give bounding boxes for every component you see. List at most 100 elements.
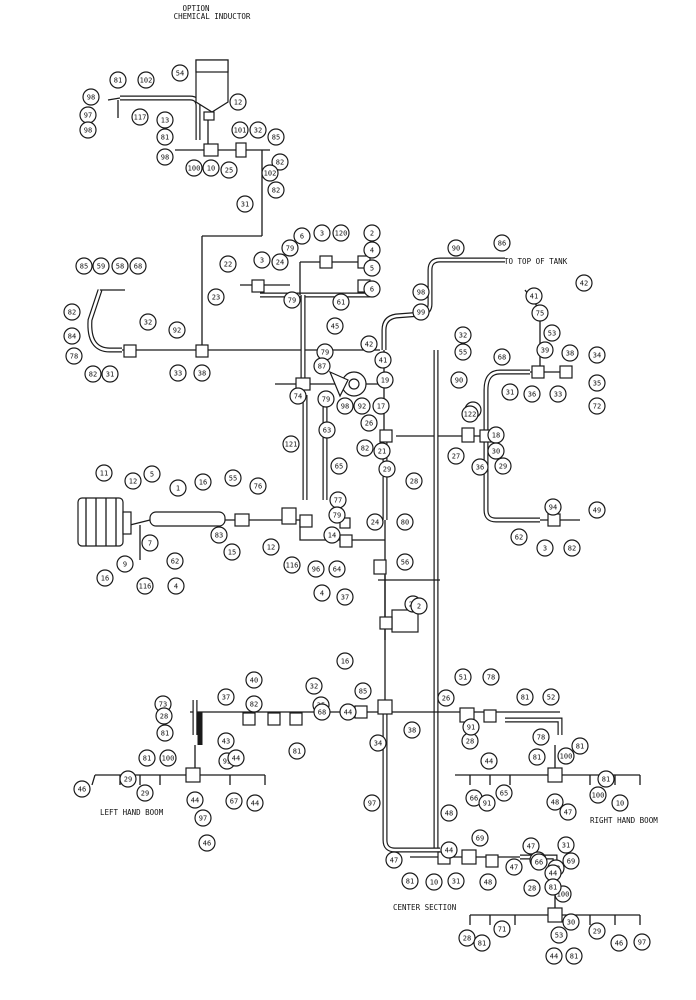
callout-number: 36 — [476, 464, 484, 472]
callout-balloon: 37 — [217, 688, 235, 706]
callout-balloon: 82 — [267, 181, 285, 199]
callout-number: 16 — [101, 575, 109, 583]
callout-number: 16 — [199, 479, 207, 487]
callout-balloon: 10 — [202, 159, 220, 177]
callout-number: 54 — [176, 70, 184, 78]
callout-number: 100 — [592, 792, 605, 800]
callout-number: 68 — [134, 263, 142, 271]
callout-number: 100 — [188, 165, 201, 173]
callout-number: 28 — [466, 738, 474, 746]
callout-balloon: 81 — [288, 742, 306, 760]
callout-number: 44 — [344, 709, 352, 717]
callout-balloon: 38 — [561, 344, 579, 362]
callout-balloon: 68 — [313, 703, 331, 721]
callout-number: 84 — [68, 333, 76, 341]
callout-balloon: 12 — [124, 472, 142, 490]
callout-number: 78 — [70, 353, 78, 361]
control-box-37 — [379, 609, 419, 633]
callout-number: 81 — [114, 77, 122, 85]
callout-balloon: 26 — [437, 689, 455, 707]
callout-number: 31 — [106, 371, 114, 379]
callout-number: 6 — [370, 286, 374, 294]
callout-balloon: 30 — [487, 442, 505, 460]
callout-number: 36 — [528, 391, 536, 399]
callout-number: 90 — [455, 377, 463, 385]
callout-balloon: 81 — [571, 737, 589, 755]
callout-number: 66 — [535, 859, 543, 867]
callout-balloon: 34 — [588, 346, 606, 364]
callout-balloon: 38 — [403, 721, 421, 739]
callout-balloon: 16 — [194, 473, 212, 491]
callout-balloon: 92 — [168, 321, 186, 339]
callout-balloon: 91 — [478, 794, 496, 812]
callout-number: 81 — [293, 748, 301, 756]
callout-number: 77 — [334, 497, 342, 505]
callout-balloon: 81 — [156, 128, 174, 146]
callout-balloon: 37 — [336, 588, 354, 606]
callout-balloon: 7 — [141, 534, 159, 552]
callout-number: 47 — [564, 809, 572, 817]
callout-balloon: 81 — [516, 688, 534, 706]
callout-balloon: 82 — [356, 439, 374, 457]
callout-number: 100 — [557, 891, 570, 899]
callout-balloon: 4 — [313, 584, 331, 602]
callout-number: 45 — [331, 323, 339, 331]
callout-balloon: 15 — [223, 543, 241, 561]
callout-balloon: 2 — [410, 597, 428, 615]
callout-balloon: 46 — [73, 780, 91, 798]
callout-number: 116 — [286, 562, 299, 570]
callout-number: 97 — [199, 815, 207, 823]
callout-balloon: 78 — [482, 668, 500, 686]
callout-number: 81 — [570, 953, 578, 961]
callout-number: 29 — [141, 790, 149, 798]
callout-number: 31 — [506, 389, 514, 397]
callout-number: 42 — [365, 341, 373, 349]
callout-number: 81 — [521, 694, 529, 702]
callout-balloon: 87 — [313, 357, 331, 375]
callout-number: 90 — [452, 245, 460, 253]
callout-number: 91 — [467, 724, 475, 732]
callout-balloon: 32 — [454, 326, 472, 344]
option-subtitle: CHEMICAL INDUCTOR — [174, 12, 251, 21]
callout-number: 55 — [229, 475, 237, 483]
callout-number: 76 — [254, 483, 262, 491]
callout-balloon: 41 — [374, 351, 392, 369]
callout-number: 2 — [417, 603, 421, 611]
callout-number: 81 — [576, 743, 584, 751]
callout-number: 98 — [417, 289, 425, 297]
callout-balloon: 99 — [412, 303, 430, 321]
callout-number: 5 — [370, 265, 374, 273]
callout-balloon: 62 — [510, 528, 528, 546]
callout-number: 85 — [359, 688, 367, 696]
callout-number: 98 — [341, 403, 349, 411]
callout-balloon: 13 — [156, 111, 174, 129]
callout-number: 99 — [417, 309, 425, 317]
callout-balloon: 79 — [316, 343, 334, 361]
callout-number: 81 — [161, 730, 169, 738]
callout-balloon: 81 — [528, 748, 546, 766]
callout-balloon: 79 — [328, 506, 346, 524]
callout-balloon: 35 — [588, 374, 606, 392]
callout-balloon: 81 — [565, 947, 583, 965]
callout-balloon: 48 — [440, 804, 458, 822]
callout-balloon: 116 — [283, 556, 301, 574]
callout-number: 4 — [320, 590, 324, 598]
callout-balloon: 82 — [84, 365, 102, 383]
callout-balloon: 78 — [532, 728, 550, 746]
callout-balloon: 81 — [401, 872, 419, 890]
callout-balloon: 44 — [246, 794, 264, 812]
callout-balloon: 27 — [447, 447, 465, 465]
callout-balloon: 81 — [109, 71, 127, 89]
callout-balloon: 44 — [480, 752, 498, 770]
callout-number: 102 — [140, 77, 153, 85]
callout-number: 97 — [638, 939, 646, 947]
callout-balloon: 97 — [633, 933, 651, 951]
callout-balloon: 32 — [249, 121, 267, 139]
strainer-assembly — [149, 507, 297, 527]
callout-number: 29 — [124, 776, 132, 784]
callout-number: 82 — [89, 371, 97, 379]
callout-number: 10 — [207, 165, 215, 173]
callout-balloon: 98 — [156, 148, 174, 166]
callout-balloon: 84 — [63, 327, 81, 345]
callout-balloon: 78 — [65, 347, 83, 365]
